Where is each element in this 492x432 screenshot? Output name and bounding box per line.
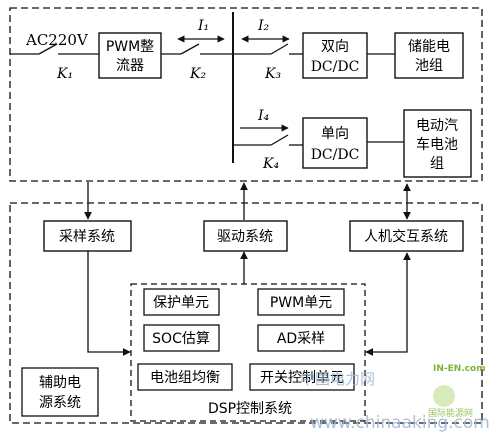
sampling-to-dsp-arrow (87, 251, 131, 356)
ac220v-label: AC220V (25, 31, 89, 49)
switch-k2 (180, 43, 200, 55)
i1-label: I₁ (197, 18, 209, 34)
switch-control-box (249, 363, 355, 391)
soc-estimation-label: SOC估算 (152, 331, 210, 347)
pwm-rectifier-box (98, 32, 162, 79)
k2-label: K₂ (189, 66, 206, 82)
ev-battery-line3: 组 (430, 156, 444, 172)
bidirectional-dcdc-line2: DC/DC (311, 59, 360, 75)
bidirectional-dcdc-box (302, 32, 368, 79)
drive-system-label: 驱动系统 (217, 229, 273, 245)
soc-estimation-box (143, 324, 220, 352)
ev-battery-box (403, 109, 472, 178)
hmi-system-box (349, 220, 464, 252)
power-section-frame (9, 7, 483, 182)
switch-k1 (38, 43, 58, 55)
drive-system-box (203, 220, 288, 252)
hmi-dsp-arrow (365, 252, 411, 356)
ad-sampling-label: AD采样 (277, 331, 325, 347)
pwm-rectifier-line1: PWM整 (106, 39, 154, 55)
in-en-logo: IN-EN.com 国际能源网 (428, 364, 486, 419)
ev-battery-line2: 车电池 (416, 136, 458, 153)
sampling-system-label: 采样系统 (59, 229, 115, 245)
unidirectional-dcdc-line2: DC/DC (311, 147, 360, 163)
bidirectional-dcdc-line1: 双向 (321, 39, 349, 55)
switch-k3 (270, 43, 289, 55)
storage-battery-line1: 储能电 (408, 39, 450, 55)
pwm-unit-box (257, 288, 345, 316)
dsp-frame (130, 283, 366, 422)
storage-battery-box (394, 32, 464, 79)
aux-power-line2: 源系统 (39, 395, 81, 411)
sampling-system-box (43, 220, 132, 252)
ev-battery-line1: 电动汽 (416, 118, 458, 134)
protection-unit-label: 保护单元 (153, 295, 209, 311)
aux-power-line1: 辅助电 (39, 375, 81, 391)
switch-control-label: 开关控制单元 (260, 370, 344, 386)
watermark-cn: 中国电力网 (300, 370, 375, 388)
watermark-logo-sub: 国际能源网 (428, 407, 473, 419)
hmi-system-label: 人机交互系统 (364, 228, 448, 245)
k4-label: K₄ (262, 156, 279, 172)
k1-label: K₁ (56, 66, 73, 82)
switch-k4 (270, 134, 289, 146)
storage-battery-line2: 池组 (415, 58, 443, 74)
i4-label: I₄ (257, 108, 270, 124)
balancing-unit-label: 电池组均衡 (150, 370, 220, 386)
ad-sampling-box (257, 324, 345, 352)
pwm-unit-label: PWM单元 (270, 295, 332, 311)
k3-label: K₃ (264, 66, 281, 82)
protection-unit-box (143, 288, 220, 316)
watermark-url: www.chinaaking.com (310, 413, 490, 432)
pwm-rectifier-line2: 流器 (116, 58, 144, 74)
balancing-unit-box (137, 363, 233, 391)
unidirectional-dcdc-line1: 单向 (321, 126, 349, 142)
dsp-system-label: DSP控制系统 (208, 401, 292, 417)
i2-label: I₂ (257, 18, 270, 34)
unidirectional-dcdc-box (302, 117, 368, 169)
aux-power-box (21, 367, 99, 417)
control-section-frame (9, 202, 483, 424)
watermark-logo-text: IN-EN.com (433, 364, 486, 374)
